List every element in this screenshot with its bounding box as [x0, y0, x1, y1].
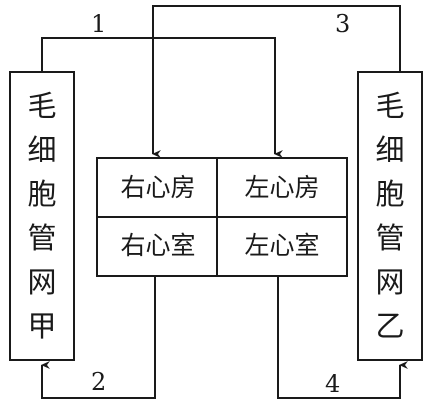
- left-atrium-label: 左心房: [244, 173, 320, 202]
- path-3-number: 3: [335, 10, 351, 38]
- right-ventricle-label: 右心室: [120, 231, 196, 260]
- capillary-a-label: 毛细胞管网甲: [27, 89, 57, 343]
- capillary-b-label: 毛细胞管网乙: [375, 89, 405, 343]
- path-4-number: 4: [325, 370, 341, 398]
- path-1-number: 1: [91, 10, 107, 38]
- path-3-line: [152, 5, 401, 158]
- left-ventricle-label: 左心室: [244, 231, 320, 260]
- path-1-line: [41, 37, 283, 158]
- path-2-number: 2: [91, 368, 107, 396]
- capillary-b-box: [357, 71, 423, 361]
- path-4-line: [277, 276, 408, 399]
- path-2-line: [41, 276, 156, 399]
- right-atrium-label: 右心房: [120, 173, 196, 202]
